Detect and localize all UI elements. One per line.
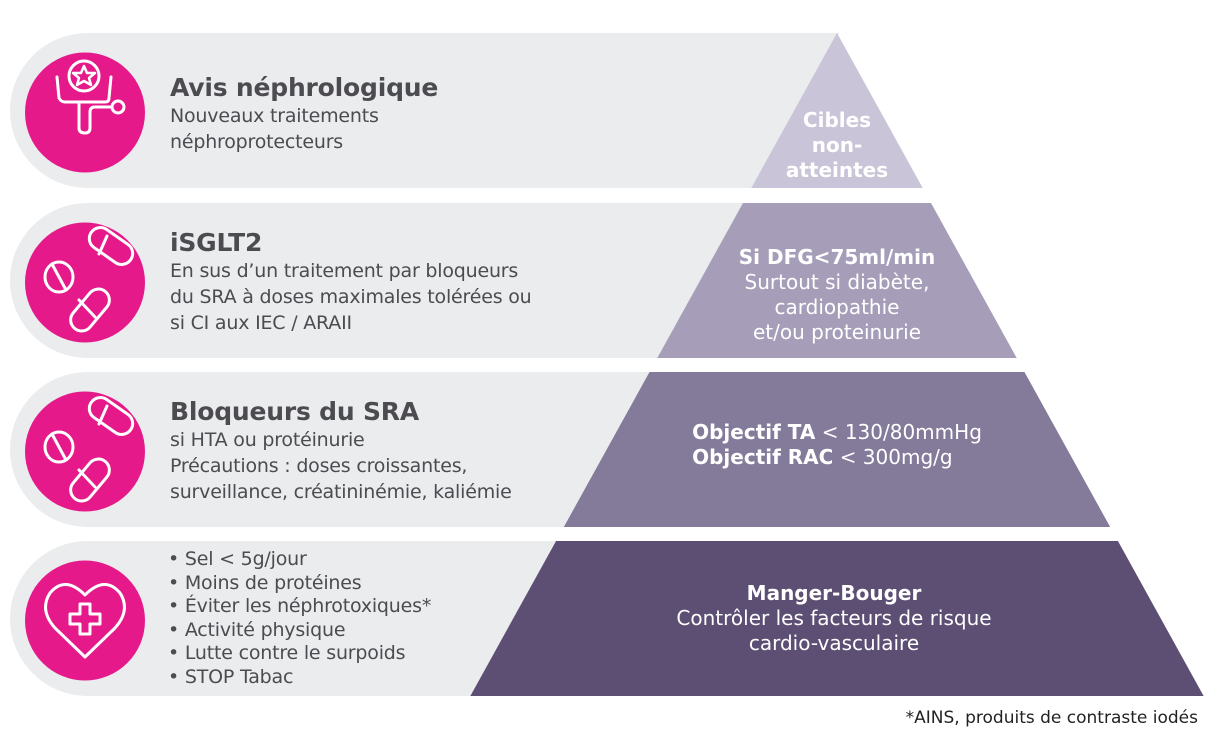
pyramid-value: < 130/80mmHg [815, 420, 982, 444]
level-line: Précautions : doses croissantes, [170, 455, 468, 477]
pyramid-line: cardiopathie [774, 295, 900, 319]
pyramid-level-2-text: Si DFG<75ml/min Surtout si diabète, card… [739, 245, 935, 345]
pyramid-level-4-text: Manger-Bouger Contrôler les facteurs de … [676, 581, 991, 656]
level-band [10, 541, 559, 696]
pyramid-line: et/ou proteinurie [752, 320, 921, 344]
level-2-text: iSGLT2 En sus d’un traitement par bloque… [170, 228, 532, 336]
pyramid-level-3 [563, 372, 1111, 527]
pyramid-value: < 300mg/g [833, 445, 953, 469]
level-band [10, 202, 745, 358]
bullet-item: • Lutte contre le surpoids [168, 642, 406, 664]
pyramid-level-1-text: Cibles non- atteintes [786, 108, 888, 183]
icon-circle [25, 52, 145, 173]
icon-circle [25, 222, 145, 343]
icon-circle [25, 391, 145, 512]
bullet-item: • Sel < 5g/jour [168, 548, 307, 570]
level-line: surveillance, créatininémie, kaliémie [170, 481, 512, 503]
level-line: En sus d’un traitement par bloqueurs [170, 260, 519, 282]
level-line: néphroprotecteurs [170, 131, 344, 153]
level-line: du SRA à doses maximales tolérées ou [170, 286, 532, 308]
pyramid-line: Surtout si diabète, [744, 270, 930, 294]
pyramid-line: cardio-vasculaire [748, 631, 920, 655]
pyramid-level-4 [470, 541, 1204, 696]
heart-cross-icon [44, 583, 126, 659]
bullet-item: • STOP Tabac [168, 665, 294, 688]
level-title: Avis néphrologique [170, 73, 439, 102]
bullet-item: • Éviter les néphrotoxiques* [168, 595, 432, 617]
level-line: si CI aux IEC / ARAII [170, 312, 352, 334]
pyramid-bold-line: non- [811, 133, 863, 157]
bullet-item: • Activité physique [168, 618, 346, 641]
level-line: Nouveaux traitements [170, 105, 379, 127]
pills-icon [43, 226, 135, 333]
level-4-text: • Sel < 5g/jour • Moins de protéines • É… [168, 548, 431, 689]
footnote: *AINS, produits de contraste iodés [905, 708, 1198, 728]
pyramid-bold-label: Objectif TA [692, 420, 816, 444]
stethoscope-icon [55, 59, 126, 135]
pyramid-bold-label: Objectif RAC [692, 445, 834, 469]
pyramid-level-3-text: Objectif TA < 130/80mmHg Objectif RAC < … [692, 420, 982, 470]
pyramid-level-1 [751, 33, 923, 188]
level-line: si HTA ou protéinurie [170, 429, 365, 451]
level-band [10, 372, 652, 527]
pyramid-bold-line: Manger-Bouger [746, 581, 922, 605]
level-title: iSGLT2 [170, 228, 263, 257]
icon-circle [25, 560, 145, 681]
pyramid-line: Contrôler les facteurs de risque [676, 606, 992, 630]
level-title: Bloqueurs du SRA [170, 397, 419, 426]
pyramid-level-2 [657, 203, 1017, 358]
level-3-text: Bloqueurs du SRA si HTA ou protéinurie P… [170, 397, 512, 505]
pyramid-bold-line: Cibles [802, 108, 872, 132]
bullet-item: • Moins de protéines [168, 571, 362, 594]
level-band [10, 33, 839, 188]
level-1-text: Avis néphrologique Nouveaux traitements … [170, 73, 438, 155]
pyramid-bold-line: atteintes [785, 158, 889, 182]
pills-icon [43, 396, 135, 503]
pyramid-bold-line: Si DFG<75ml/min [738, 245, 936, 269]
